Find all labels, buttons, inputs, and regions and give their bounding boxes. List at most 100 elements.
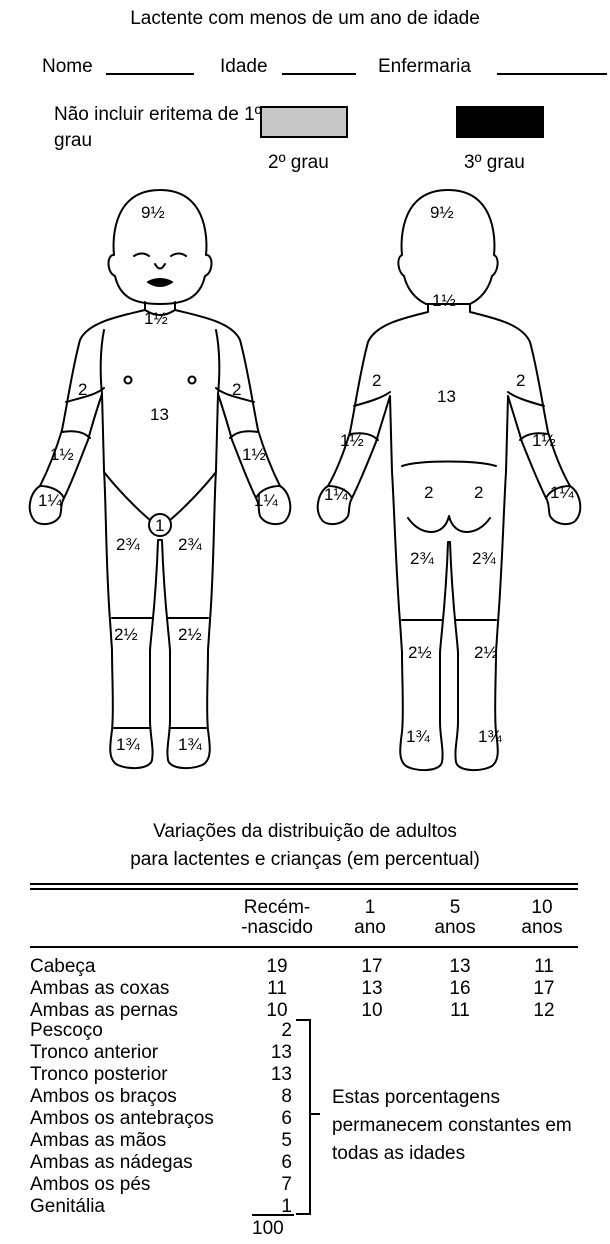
front-label-genitalia: 1 — [155, 516, 164, 535]
table-header-2: 5anos — [420, 898, 490, 938]
front-armpit-left — [101, 330, 104, 394]
constant-row-value: 6 — [262, 1152, 292, 1174]
age-row-label: Ambas as coxas — [30, 978, 169, 1000]
constant-bracket — [294, 1018, 324, 1218]
back-label-hand-right: 1¼ — [550, 483, 574, 502]
front-nipple-right — [189, 377, 196, 384]
constant-row-value: 2 — [262, 1020, 292, 1042]
third-degree-swatch — [456, 106, 544, 138]
front-label-hand-left: 1¼ — [38, 491, 62, 510]
front-label-leg-right: 2½ — [178, 625, 202, 644]
table-header-1: 1ano — [340, 898, 400, 938]
front-elbow-right — [230, 431, 258, 438]
constant-row-label: Ambas as nádegas — [30, 1152, 193, 1174]
table-header-0: Recém--nascido — [222, 898, 332, 938]
ward-field-line — [497, 73, 607, 75]
body-diagram: 9½ 1½ 2 2 13 1½ 1½ 1¼ 1¼ 1 2¾ 2¾ 2½ 2½ 1… — [0, 180, 610, 780]
back-buttocks — [408, 516, 490, 532]
age-field-line — [282, 73, 356, 75]
front-nose — [155, 264, 165, 269]
constant-row-label: Ambos os antebraços — [30, 1108, 214, 1130]
constant-row-label: Pescoço — [30, 1020, 103, 1042]
ward-label: Enfermaria — [378, 56, 471, 78]
front-eye-left — [134, 254, 149, 257]
constant-row-value: 13 — [262, 1064, 292, 1086]
constant-row-label: Ambas as mãos — [30, 1130, 166, 1152]
constant-row-label: Ambos os braços — [30, 1086, 177, 1108]
front-groin-left — [104, 472, 150, 520]
back-label-leg-left: 2½ — [408, 643, 432, 662]
table-title: Variações da distribuição de adultos par… — [0, 818, 610, 874]
constant-row-value: 13 — [262, 1042, 292, 1064]
table-top-rule-2 — [30, 888, 578, 890]
table-title-line-2: para lactentes e crianças (em percentual… — [0, 846, 610, 874]
age-row-value: 13 — [430, 956, 490, 978]
age-row-value: 12 — [514, 1000, 574, 1022]
age-row-value: 11 — [430, 1000, 490, 1022]
age-row-value: 19 — [247, 956, 307, 978]
back-label-upper-arm-right: 2 — [516, 371, 525, 390]
table-header-rule — [30, 946, 578, 948]
back-label-foot-right: 1¾ — [478, 727, 502, 746]
back-label-foot-left: 1¾ — [406, 727, 430, 746]
constant-row-value: 5 — [262, 1130, 292, 1152]
name-field-line — [106, 73, 194, 75]
back-body-outline — [318, 304, 581, 770]
constant-row-label: Tronco anterior — [30, 1042, 158, 1064]
back-label-upper-arm-left: 2 — [372, 371, 381, 390]
back-shoulder-right — [508, 392, 544, 406]
age-row-value: 16 — [430, 978, 490, 1000]
age-row-value: 11 — [514, 956, 574, 978]
front-label-thigh-right: 2¾ — [178, 535, 202, 554]
age-label: Idade — [220, 56, 268, 78]
back-label-trunk: 13 — [437, 387, 456, 406]
front-label-foot-left: 1¾ — [116, 735, 140, 754]
front-mouth — [148, 279, 172, 286]
constant-row-label: Ambos os pés — [30, 1174, 150, 1196]
constant-note: Estas porcentagens permanecem constantes… — [332, 1084, 602, 1168]
back-label-head: 9½ — [430, 203, 454, 222]
back-label-neck: 1½ — [432, 291, 456, 310]
age-row-value: 17 — [514, 978, 574, 1000]
back-label-thigh-left: 2¾ — [410, 549, 434, 568]
name-label: Nome — [42, 56, 93, 78]
total-value: 100 — [252, 1218, 284, 1240]
age-row-value: 11 — [247, 978, 307, 1000]
table-title-line-1: Variações da distribuição de adultos — [0, 818, 610, 846]
constant-row-value: 7 — [262, 1174, 292, 1196]
front-label-hand-right: 1¼ — [254, 491, 278, 510]
table-top-rule-1 — [30, 883, 578, 885]
front-label-neck: 1½ — [144, 309, 168, 328]
back-label-forearm-right: 1½ — [532, 431, 556, 450]
back-label-forearm-left: 1½ — [340, 431, 364, 450]
back-label-buttock-right: 2 — [474, 483, 483, 502]
constant-row-value: 6 — [262, 1108, 292, 1130]
front-label-thigh-left: 2¾ — [116, 535, 140, 554]
constant-row-label: Genitália — [30, 1196, 105, 1218]
front-label-forearm-left: 1½ — [50, 445, 74, 464]
back-label-hand-left: 1¼ — [324, 485, 348, 504]
age-row-label: Ambas as pernas — [30, 1000, 178, 1022]
back-figure — [318, 190, 581, 770]
third-degree-label: 3º grau — [464, 152, 525, 174]
front-label-trunk: 13 — [150, 405, 169, 424]
front-nipple-left — [125, 377, 132, 384]
back-waist — [402, 462, 496, 467]
front-label-foot-right: 1¾ — [178, 735, 202, 754]
front-label-leg-left: 2½ — [114, 625, 138, 644]
front-groin-right — [170, 472, 216, 520]
back-label-leg-right: 2½ — [474, 643, 498, 662]
constant-row-value: 8 — [262, 1086, 292, 1108]
age-row-label: Cabeça — [30, 956, 96, 978]
front-label-upper-arm-left: 2 — [78, 380, 87, 399]
constant-row-label: Tronco posterior — [30, 1064, 168, 1086]
front-figure — [30, 190, 291, 768]
front-label-head: 9½ — [141, 203, 165, 222]
front-label-forearm-right: 1½ — [242, 445, 266, 464]
age-row-value: 13 — [342, 978, 402, 1000]
second-degree-swatch — [260, 106, 348, 138]
total-rule — [252, 1214, 294, 1216]
table-header-3: 10anos — [502, 898, 582, 938]
back-shoulder-left — [354, 392, 390, 406]
back-label-buttock-left: 2 — [424, 483, 433, 502]
